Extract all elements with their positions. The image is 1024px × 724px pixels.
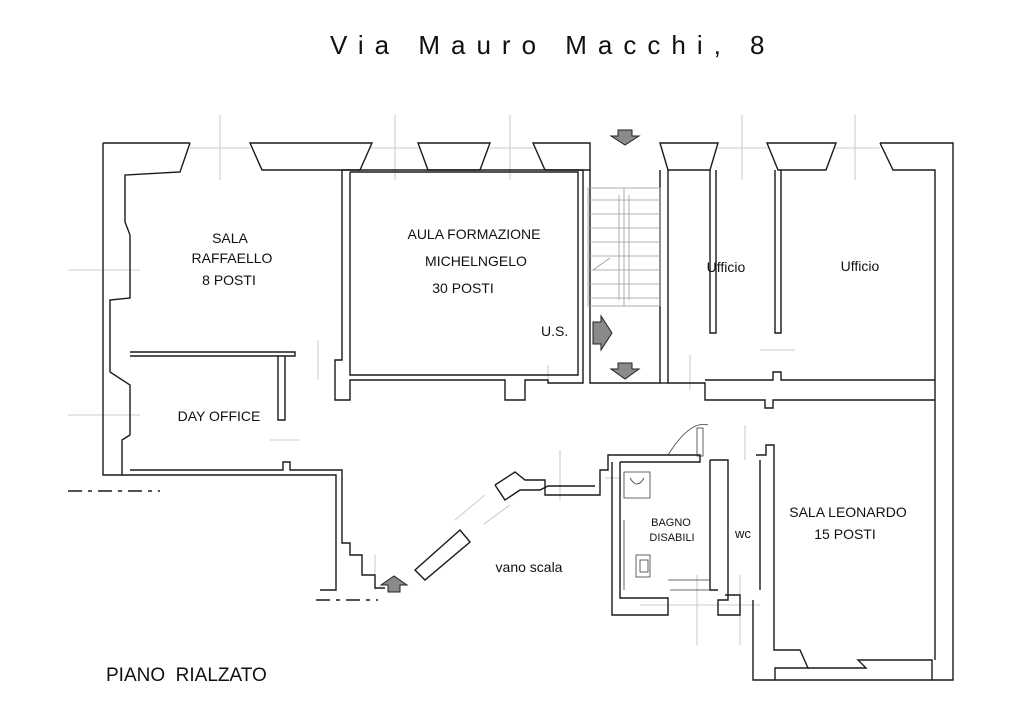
fixtures [623, 423, 710, 591]
room-label-ufficio-2: Ufficio [841, 258, 880, 274]
stairs [587, 187, 661, 307]
room-label-raffaello-line2: RAFFAELLO [192, 250, 273, 266]
walls [102, 142, 954, 681]
room-label-bagno-line1: BAGNO [651, 517, 691, 529]
exit-arrow-stairs-icon [592, 314, 613, 352]
room-label-wc: wc [734, 526, 751, 541]
arrow-icons [379, 129, 641, 593]
room-label-michelangelo-line1: AULA FORMAZIONE [407, 226, 540, 242]
room-label-ufficio-1: Ufficio [707, 259, 746, 275]
room-label-michelangelo-line2: MICHELNGELO [425, 253, 527, 269]
room-label-leonardo-line1: SALA LEONARDO [789, 504, 907, 520]
room-label-leonardo-capacity: 15 POSTI [814, 526, 875, 542]
entrance-arrow-bottom-icon [379, 575, 409, 593]
entrance-arrow-top-icon [609, 129, 641, 146]
room-label-michelangelo-capacity: 30 POSTI [432, 280, 493, 296]
stair-down-arrow-icon [609, 362, 641, 380]
floor-label: PIANO RIALZATO [106, 665, 267, 686]
stairwell-label: vano scala [496, 559, 563, 575]
room-label-raffaello-capacity: 8 POSTI [202, 272, 256, 288]
room-label-day-office: DAY OFFICE [178, 408, 261, 424]
room-label-raffaello-line1: SALA [212, 230, 248, 246]
room-label-bagno-line2: DISABILI [649, 532, 694, 544]
boundary-dashes [68, 490, 378, 601]
street-title: Via Mauro Macchi, 8 [330, 30, 776, 60]
exit-label: U.S. [541, 323, 568, 339]
